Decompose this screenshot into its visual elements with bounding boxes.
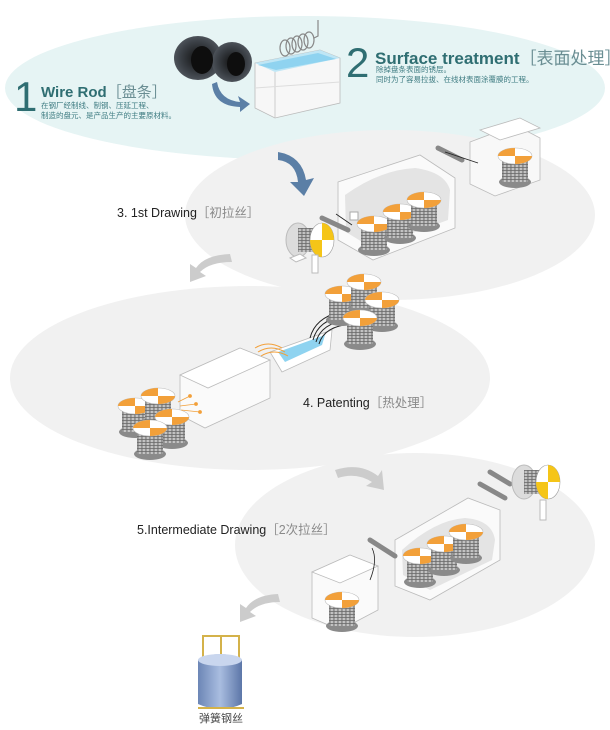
- step-2-title-en: Surface treatment: [375, 49, 520, 68]
- description-line: 同时为了容易拉拔、在线材表面涂覆膜的工程。: [376, 75, 534, 84]
- arrow-icon: [212, 82, 250, 112]
- surface-treatment-tank-icon: [254, 20, 341, 119]
- spring-steel-wire-coil-icon: [198, 635, 244, 709]
- description-line: 在钢厂经制线、制钢、压延工程、: [41, 101, 154, 110]
- patenting-furnace-icon: [117, 273, 400, 461]
- step-1-description: 在钢厂经制线、制钢、压延工程、 制造的盘元、是产品生产的主要原材料。: [41, 101, 176, 121]
- drawing-machine-icon: [285, 117, 542, 274]
- arrow-icon: [240, 594, 280, 622]
- step-2-number: 2: [346, 39, 370, 86]
- step-2-title: Surface treatment［表面处理］: [375, 44, 610, 69]
- step-5-title: 5.Intermediate Drawing［2次拉丝］: [137, 519, 336, 538]
- step-3-title: 3. 1st Drawing［初拉丝］: [117, 202, 259, 221]
- step-4-title-cn: ［热处理］: [369, 396, 433, 410]
- step-2-title-cn: ［表面处理］: [519, 49, 610, 68]
- description-line: 制造的盘元、是产品生产的主要原材料。: [41, 111, 176, 120]
- wire-rod-coil-icon: [174, 36, 252, 82]
- step-1-title: Wire Rod［盘条］: [41, 81, 167, 102]
- step-1-title-en: Wire Rod: [41, 84, 107, 101]
- arrow-icon: [335, 467, 384, 490]
- product-label: 弹簧钢丝: [199, 713, 243, 725]
- arrow-icon: [278, 152, 314, 196]
- step-5-title-cn: ［2次拉丝］: [266, 523, 336, 537]
- step-3-title-cn: ［初拉丝］: [196, 206, 260, 220]
- step-2-description: 除掉盘条表面的锈层。 同时为了容易拉拔、在线材表面涂覆膜的工程。: [376, 65, 534, 85]
- step-3-title-en: 3. 1st Drawing: [117, 206, 197, 220]
- step-1-number: 1: [14, 73, 38, 120]
- drawing-machine-icon: [310, 464, 561, 633]
- step-1-title-cn: ［盘条］: [106, 84, 167, 101]
- step-4-title-en: 4. Patenting: [303, 396, 370, 410]
- arrow-icon: [190, 254, 232, 282]
- step-4-title: 4. Patenting［热处理］: [303, 392, 432, 411]
- description-line: 除掉盘条表面的锈层。: [376, 65, 451, 74]
- step-5-title-en: 5.Intermediate Drawing: [137, 523, 267, 537]
